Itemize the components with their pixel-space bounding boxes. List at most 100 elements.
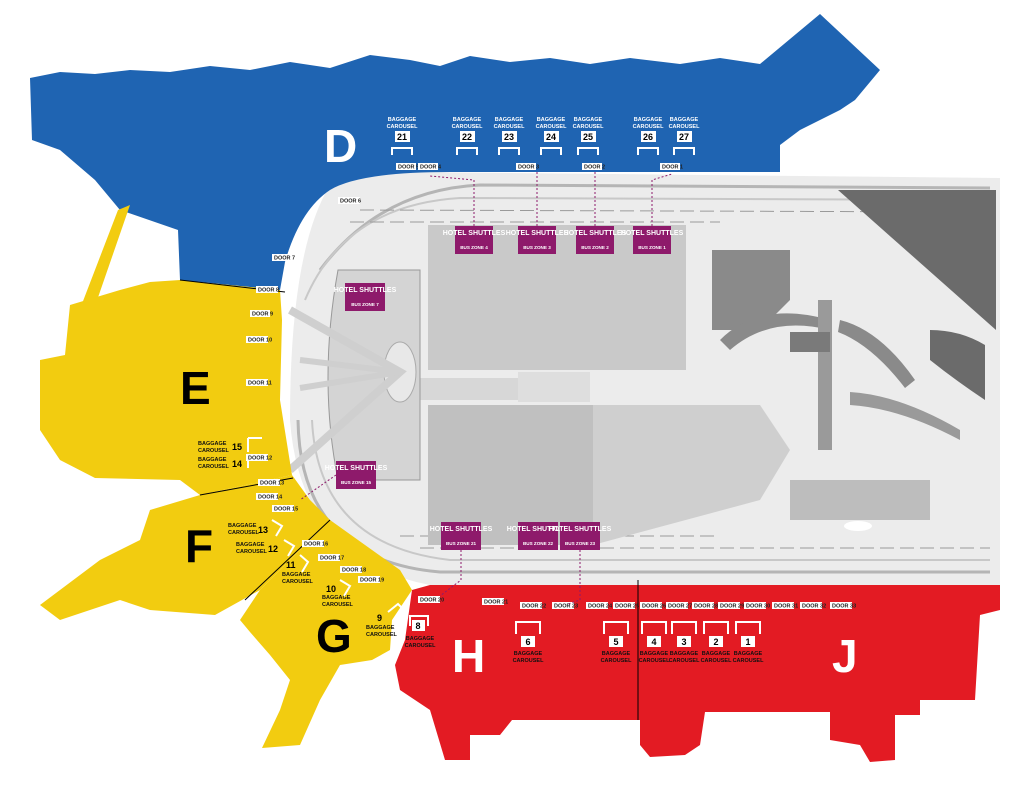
door-33[interactable]: DOOR 33: [830, 602, 856, 610]
hotel-shuttle-zone-21[interactable]: HOTEL SHUTTLES BUS ZONE 21: [430, 522, 493, 550]
svg-text:DOOR 6: DOOR 6: [340, 199, 361, 205]
carousel-15[interactable]: BAGGAGE CAROUSEL 15: [198, 437, 262, 454]
concourse-e-area: [40, 280, 292, 495]
carousel-12[interactable]: BAGGAGE CAROUSEL 12: [236, 539, 296, 557]
svg-text:DOOR 23: DOOR 23: [554, 604, 578, 610]
svg-text:CAROUSEL: CAROUSEL: [366, 632, 398, 638]
svg-text:27: 27: [679, 132, 689, 142]
door-30[interactable]: DOOR 30: [744, 602, 770, 610]
carousel-22[interactable]: BAGGAGE CAROUSEL 22: [452, 117, 484, 155]
carousel-8[interactable]: 8 BAGGAGE CAROUSEL: [405, 615, 437, 649]
svg-text:DOOR 20: DOOR 20: [420, 598, 444, 604]
carousel-13[interactable]: BAGGAGE CAROUSEL 13: [228, 519, 284, 537]
door-17[interactable]: DOOR 17: [318, 554, 344, 562]
carousel-6[interactable]: 6 BAGGAGE CAROUSEL: [513, 621, 545, 664]
door-4[interactable]: DOOR 4: [418, 163, 442, 171]
door-29[interactable]: DOOR 29: [718, 602, 744, 610]
svg-text:CAROUSEL: CAROUSEL: [198, 448, 230, 454]
door-15[interactable]: DOOR 15: [272, 505, 298, 513]
door-26[interactable]: DOOR 26: [640, 602, 666, 610]
svg-text:DOOR 32: DOOR 32: [802, 604, 826, 610]
svg-text:CAROUSEL: CAROUSEL: [639, 658, 671, 664]
svg-text:CAROUSEL: CAROUSEL: [452, 124, 484, 130]
carousel-23[interactable]: BAGGAGE CAROUSEL 23: [494, 117, 526, 155]
svg-text:HOTEL SHUTTLES: HOTEL SHUTTLES: [430, 526, 493, 533]
door-14[interactable]: DOOR 14: [256, 493, 283, 501]
door-11[interactable]: DOOR 11: [246, 379, 272, 387]
door-3[interactable]: DOOR 3: [516, 163, 539, 171]
door-23[interactable]: DOOR 23: [552, 602, 578, 610]
svg-text:DOOR 3: DOOR 3: [518, 165, 539, 171]
door-13[interactable]: DOOR 13: [258, 479, 284, 487]
door-32[interactable]: DOOR 32: [800, 602, 826, 610]
door-27[interactable]: DOOR 27: [666, 602, 692, 610]
hotel-shuttle-zone-3[interactable]: HOTEL SHUTTLES BUS ZONE 3: [506, 226, 569, 254]
svg-text:BAGGAGE: BAGGAGE: [670, 651, 699, 657]
svg-text:15: 15: [232, 442, 242, 452]
hotel-shuttle-zone-22[interactable]: HOTEL SHUTTLES BUS ZONE 22: [507, 522, 570, 550]
carousel-25[interactable]: BAGGAGE CAROUSEL 25: [573, 117, 605, 155]
door-12[interactable]: DOOR 12: [246, 454, 272, 462]
svg-text:11: 11: [286, 560, 296, 570]
door-16[interactable]: DOOR 16: [302, 540, 328, 548]
door-24[interactable]: DOOR 24: [586, 602, 613, 610]
svg-text:12: 12: [268, 544, 278, 554]
svg-text:CAROUSEL: CAROUSEL: [733, 658, 765, 664]
carousel-10[interactable]: 10 BAGGAGE CAROUSEL: [322, 579, 354, 608]
door-28[interactable]: DOOR 28: [692, 602, 718, 610]
svg-text:DOOR 11: DOOR 11: [248, 381, 272, 387]
carousel-24[interactable]: BAGGAGE CAROUSEL 24: [536, 117, 568, 155]
carousel-5[interactable]: 5 BAGGAGE CAROUSEL: [601, 621, 633, 664]
svg-text:DOOR 7: DOOR 7: [274, 256, 295, 262]
door-2[interactable]: DOOR 2: [582, 163, 605, 171]
door-5[interactable]: DOOR 5: [396, 163, 419, 171]
carousel-9[interactable]: 9 BAGGAGE CAROUSEL: [366, 602, 405, 638]
svg-text:DOOR 30: DOOR 30: [746, 604, 770, 610]
svg-text:BAGGAGE: BAGGAGE: [634, 117, 663, 123]
svg-text:DOOR 4: DOOR 4: [420, 165, 442, 171]
svg-text:8: 8: [415, 621, 420, 631]
svg-text:DOOR 31: DOOR 31: [774, 604, 798, 610]
carousel-21[interactable]: BAGGAGE CAROUSEL 21: [387, 117, 419, 155]
svg-text:DOOR 18: DOOR 18: [342, 568, 366, 574]
svg-text:24: 24: [546, 132, 556, 142]
door-18[interactable]: DOOR 18: [340, 566, 366, 574]
door-6[interactable]: DOOR 6: [338, 197, 361, 205]
svg-text:CAROUSEL: CAROUSEL: [513, 658, 545, 664]
door-31[interactable]: DOOR 31: [772, 602, 798, 610]
svg-text:1: 1: [745, 637, 750, 647]
door-22[interactable]: DOOR 22: [520, 602, 546, 610]
hotel-shuttle-zone-1[interactable]: HOTEL SHUTTLES BUS ZONE 1: [621, 226, 684, 254]
carousel-2[interactable]: 2 BAGGAGE CAROUSEL: [701, 621, 733, 664]
door-21[interactable]: DOOR 21: [482, 598, 508, 606]
carousel-4[interactable]: 4 BAGGAGE CAROUSEL: [639, 621, 671, 664]
carousel-26[interactable]: BAGGAGE CAROUSEL 26: [633, 117, 665, 155]
svg-text:DOOR 1: DOOR 1: [662, 165, 683, 171]
svg-text:DOOR 12: DOOR 12: [248, 456, 272, 462]
svg-text:22: 22: [462, 132, 472, 142]
svg-text:BAGGAGE: BAGGAGE: [366, 625, 395, 631]
carousel-3[interactable]: 3 BAGGAGE CAROUSEL: [669, 621, 701, 664]
door-20[interactable]: DOOR 20: [418, 596, 444, 604]
svg-text:BUS ZONE 2: BUS ZONE 2: [581, 245, 609, 250]
door-8[interactable]: DOOR 8: [256, 286, 279, 294]
hotel-shuttle-zone-4[interactable]: HOTEL SHUTTLES BUS ZONE 4: [443, 226, 506, 254]
carousel-11[interactable]: 11 BAGGAGE CAROUSEL: [282, 554, 314, 585]
door-19[interactable]: DOOR 19: [358, 576, 384, 584]
door-25[interactable]: DOOR 25: [613, 602, 639, 610]
svg-text:CAROUSEL: CAROUSEL: [633, 124, 665, 130]
door-7[interactable]: DOOR 7: [272, 254, 295, 262]
carousel-27[interactable]: BAGGAGE CAROUSEL 27: [669, 117, 701, 155]
hotel-shuttle-zone-2[interactable]: HOTEL SHUTTLES BUS ZONE 2: [564, 226, 627, 254]
door-10[interactable]: DOOR 10: [246, 336, 272, 344]
door-9[interactable]: DOOR 9: [250, 310, 273, 318]
hotel-shuttle-zone-15[interactable]: HOTEL SHUTTLES BUS ZONE 15: [325, 461, 388, 489]
hotel-shuttle-zone-23[interactable]: HOTEL SHUTTLES BUS ZONE 23: [549, 522, 612, 550]
carousel-1[interactable]: 1 BAGGAGE CAROUSEL: [733, 621, 765, 664]
door-1[interactable]: DOOR 1: [660, 163, 683, 171]
svg-text:4: 4: [651, 637, 656, 647]
svg-text:CAROUSEL: CAROUSEL: [282, 579, 314, 585]
svg-text:DOOR 25: DOOR 25: [615, 604, 639, 610]
hotel-shuttle-zone-7[interactable]: HOTEL SHUTTLES BUS ZONE 7: [334, 283, 397, 311]
